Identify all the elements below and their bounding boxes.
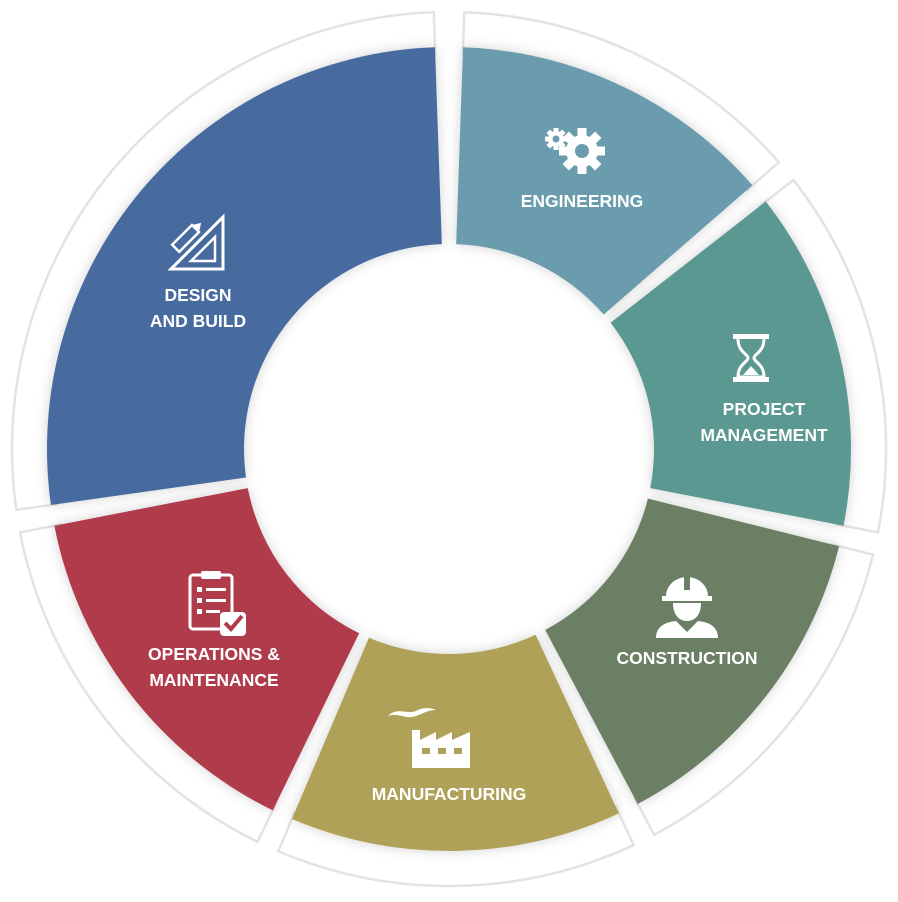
gears-icon <box>545 128 605 174</box>
label-line: AND BUILD <box>149 311 247 331</box>
segment-engineering <box>456 47 753 315</box>
label-line: PROJECT <box>722 399 806 419</box>
segment-project-management <box>610 201 851 526</box>
factory-icon <box>388 708 470 768</box>
segment-design-build <box>47 47 442 505</box>
label-line: CONSTRUCTION <box>616 648 758 668</box>
label-line: DESIGN <box>164 285 232 305</box>
hardhat-worker-icon <box>656 576 718 638</box>
label-engineering: ENGINEERING <box>521 188 644 214</box>
segment-construction <box>545 498 840 804</box>
label-line: MAINTENANCE <box>149 670 279 690</box>
label-operations-maintenance: OPERATIONS & MAINTENANCE <box>148 641 280 693</box>
label-construction: CONSTRUCTION <box>617 645 758 671</box>
label-design-build: DESIGN AND BUILD <box>150 282 246 334</box>
label-line: MANUFACTURING <box>371 784 527 804</box>
label-manufacturing: MANUFACTURING <box>372 781 527 807</box>
segment-operations-maintenance <box>54 488 360 811</box>
label-line: OPERATIONS & <box>148 644 280 664</box>
label-line: ENGINEERING <box>520 191 644 211</box>
label-line: MANAGEMENT <box>700 425 828 445</box>
checklist-icon <box>188 571 246 636</box>
ruler-pencil-icon <box>167 213 225 271</box>
hourglass-icon <box>733 334 769 382</box>
label-project-management: PROJECT MANAGEMENT <box>700 396 827 448</box>
